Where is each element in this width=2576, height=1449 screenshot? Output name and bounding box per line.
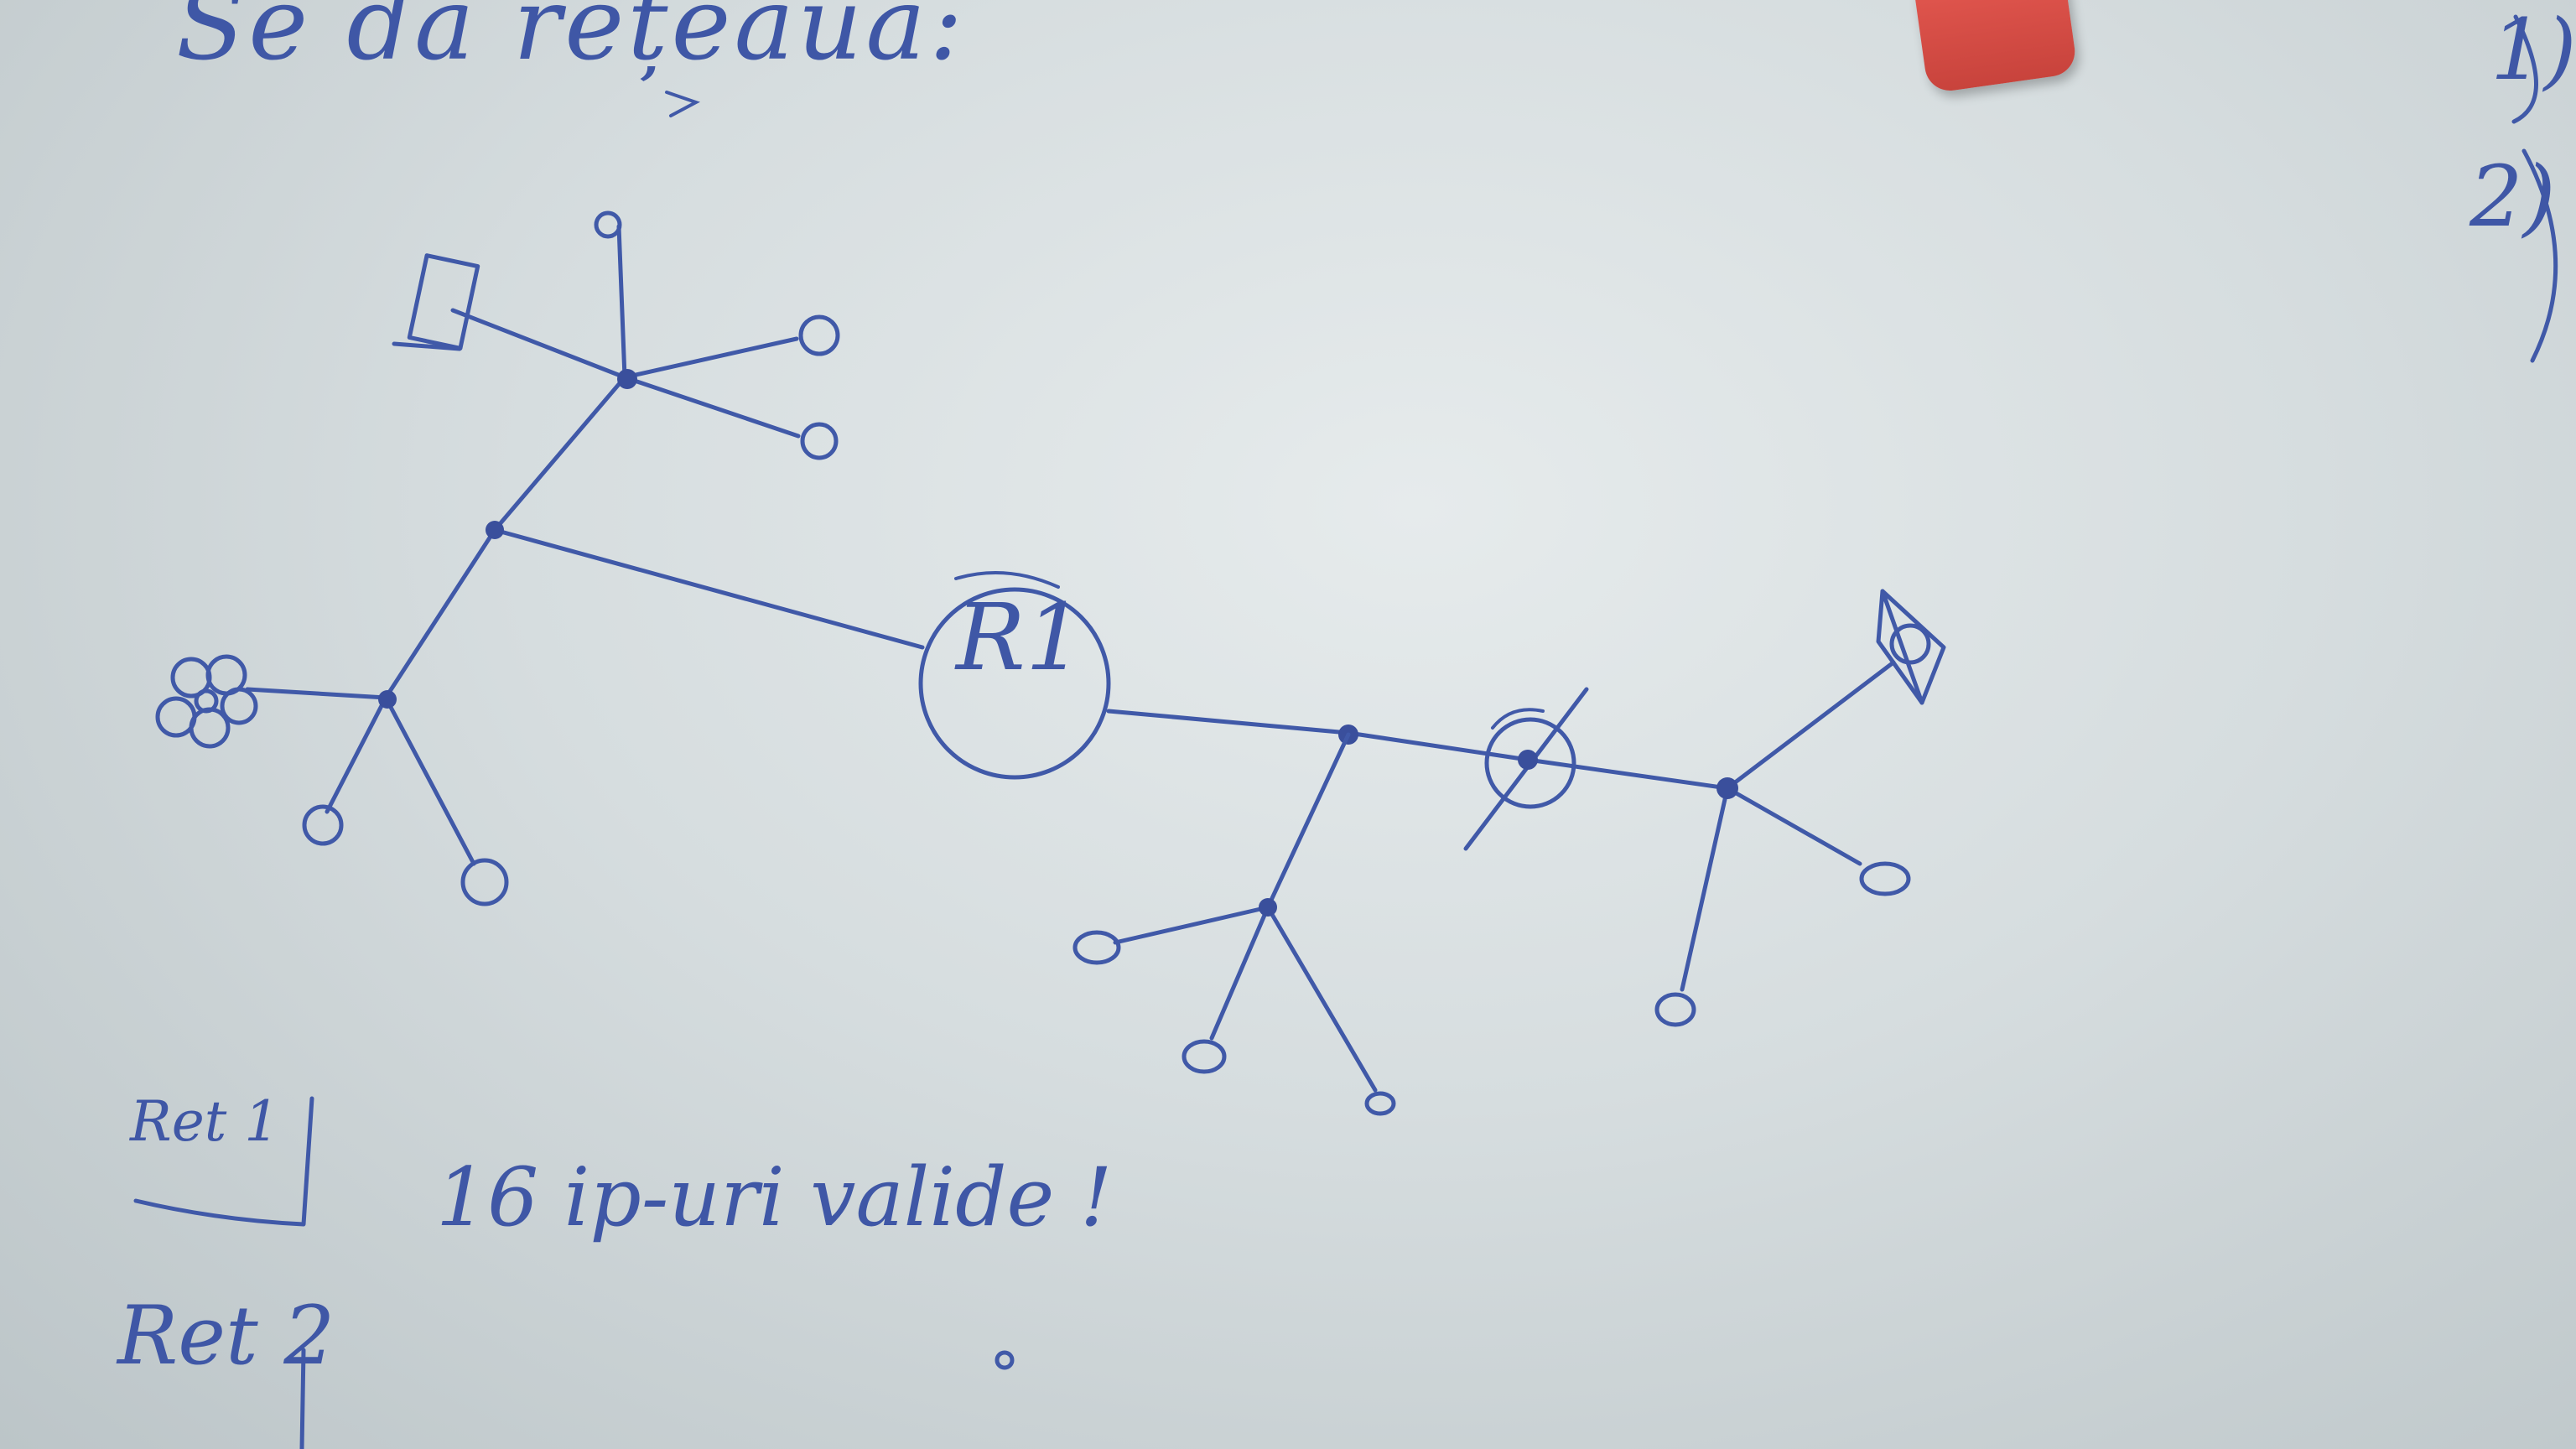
ret1-underline xyxy=(133,1096,314,1227)
ret1-note: 16 ip-uri valide ! xyxy=(436,1150,1113,1244)
ret2-label: Ret 2 xyxy=(117,1289,335,1383)
ret1-label: Ret 1 xyxy=(130,1089,280,1154)
host-icon xyxy=(1654,992,1696,1027)
right-bracket xyxy=(2521,148,2558,363)
upper-left-hub xyxy=(450,224,801,532)
title-mark xyxy=(665,91,700,117)
far-right-hub xyxy=(1680,660,1896,992)
flower-icon xyxy=(155,654,258,749)
host-icon xyxy=(594,210,622,239)
host-icon xyxy=(460,858,509,906)
right-bracket xyxy=(2511,14,2538,124)
host-icon xyxy=(800,422,839,460)
host-icon xyxy=(1182,1039,1227,1074)
printer-icon xyxy=(392,253,480,351)
router-label: R1 xyxy=(956,584,1084,691)
middle-right-hub xyxy=(1113,732,1378,1093)
board-title: Se dă rețeaua: xyxy=(176,0,967,83)
triangle-icon xyxy=(1876,589,1946,705)
ret2-bracket xyxy=(299,1348,306,1449)
host-icon xyxy=(1364,1091,1396,1116)
list-number-2: 2) xyxy=(2470,148,2556,246)
crossed-switch-icon xyxy=(1463,687,1589,851)
host-icon xyxy=(1859,861,1911,896)
exclamation-dot xyxy=(995,1350,1015,1370)
left-junction xyxy=(383,521,925,700)
list-number-1: 1) xyxy=(2490,1,2576,99)
right-backbone xyxy=(1106,709,1730,791)
router-icon xyxy=(918,570,1111,780)
lower-left-hub xyxy=(245,687,476,866)
host-icon xyxy=(798,314,840,356)
host-icon xyxy=(302,804,344,846)
host-icon xyxy=(1072,930,1121,965)
